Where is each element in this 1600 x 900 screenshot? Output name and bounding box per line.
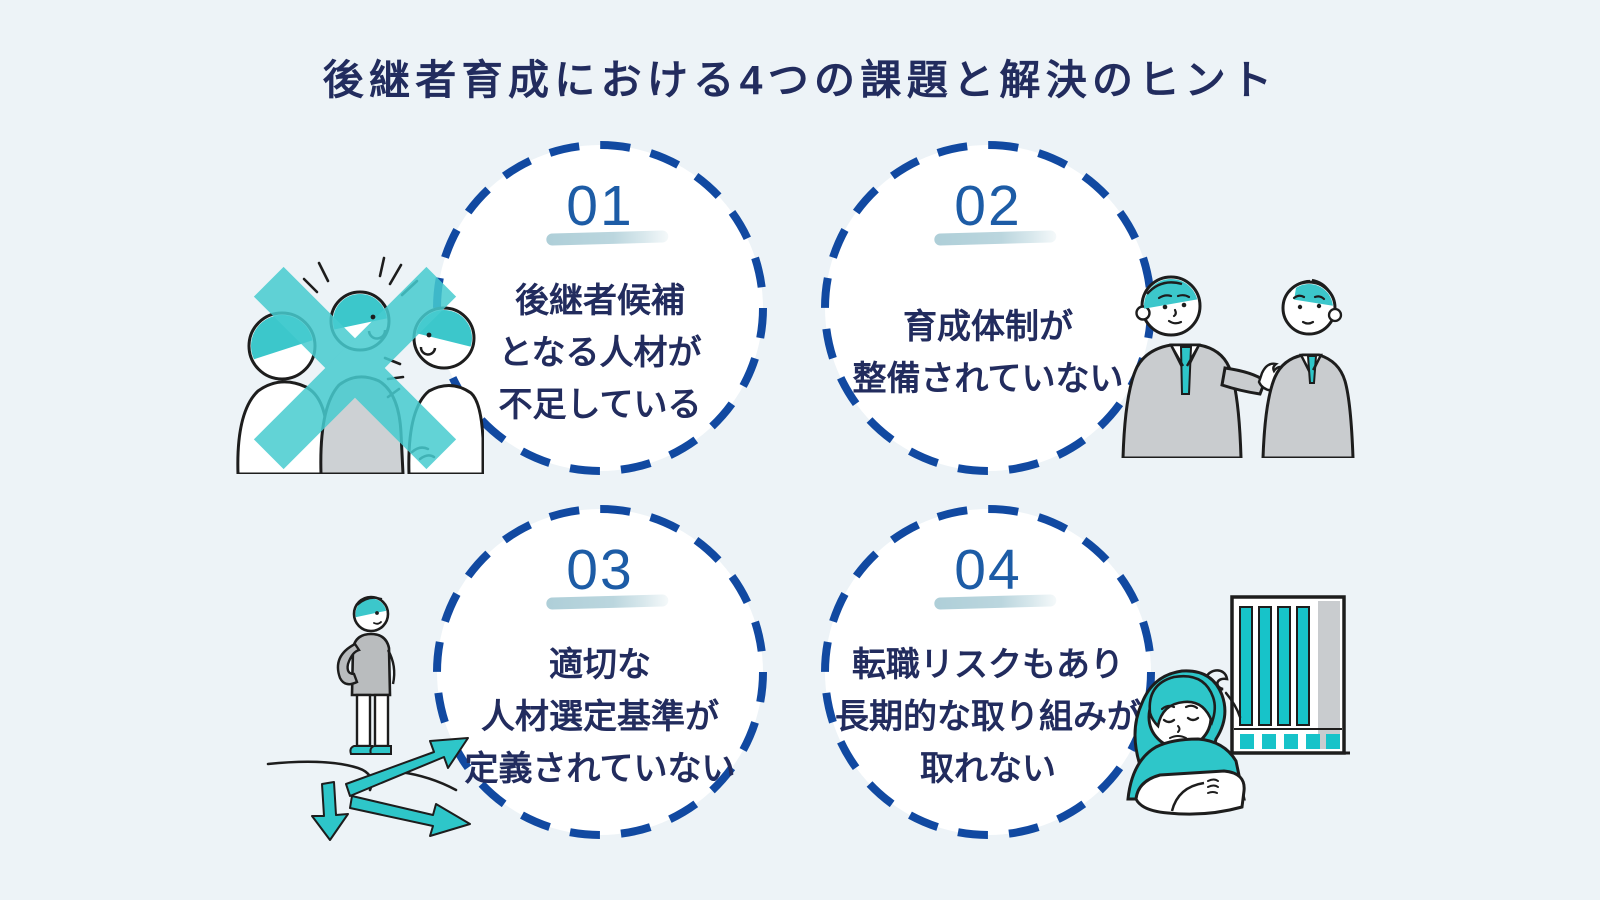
x-mark-icon xyxy=(253,266,457,470)
worried-person-and-building-illustration xyxy=(1126,595,1350,816)
challenge-text: 育成体制が 整備されていない xyxy=(828,256,1148,450)
challenge-text-line: 人材選定基準が xyxy=(481,698,719,736)
challenge-text-line: 長期的な取り組みが xyxy=(835,698,1141,736)
challenge-card-02: 02 育成体制が 整備されていない xyxy=(820,140,1156,476)
standing-person xyxy=(336,595,396,755)
challenge-text: 後継者候補 となる人材が 不足している xyxy=(440,256,760,450)
challenge-text-line: 適切な xyxy=(549,646,651,684)
page-title: 後継者育成における4つの課題と解決のヒント xyxy=(322,57,1278,103)
challenge-text-line: 整備されていない xyxy=(852,360,1124,398)
challenge-text: 適切な 人材選定基準が 定義されていない xyxy=(440,620,760,814)
dashed-circle xyxy=(821,505,1155,839)
challenge-text-line: 転職リスクもあり xyxy=(852,646,1124,684)
challenge-number: 02 xyxy=(954,174,1022,238)
dashed-circle xyxy=(433,505,767,839)
person-at-crossroads-illustration xyxy=(266,595,471,841)
worried-person xyxy=(1126,669,1246,816)
challenge-text-line: となる人材が xyxy=(498,334,702,372)
employee-listening xyxy=(1261,278,1355,458)
manager-gesturing xyxy=(1121,275,1291,458)
challenge-number: 04 xyxy=(954,538,1022,602)
challenge-text-line: 不足している xyxy=(498,386,702,424)
challenge-text-line: 育成体制が xyxy=(903,308,1073,346)
challenge-card-04: 04 転職リスクもあり 長期的な取り組みが 取れない xyxy=(820,504,1156,840)
challenge-card-03: 03 適切な 人材選定基準が 定義されていない xyxy=(432,504,768,840)
branching-arrows-icon xyxy=(311,737,471,841)
challenge-text-line: 取れない xyxy=(920,750,1056,788)
challenge-text: 転職リスクもあり 長期的な取り組みが 取れない xyxy=(828,620,1148,814)
office-building xyxy=(1198,595,1350,755)
challenge-text-line: 定義されていない xyxy=(464,750,736,788)
challenge-text-line: 後継者候補 xyxy=(515,282,685,320)
people-talking-crossed-out-illustration xyxy=(236,256,484,474)
two-businessmen-illustration xyxy=(1121,275,1355,458)
challenge-number: 03 xyxy=(566,538,634,602)
dashed-circle xyxy=(433,141,767,475)
challenge-number: 01 xyxy=(566,174,634,238)
challenge-card-01: 01 後継者候補 となる人材が 不足している xyxy=(432,140,768,476)
